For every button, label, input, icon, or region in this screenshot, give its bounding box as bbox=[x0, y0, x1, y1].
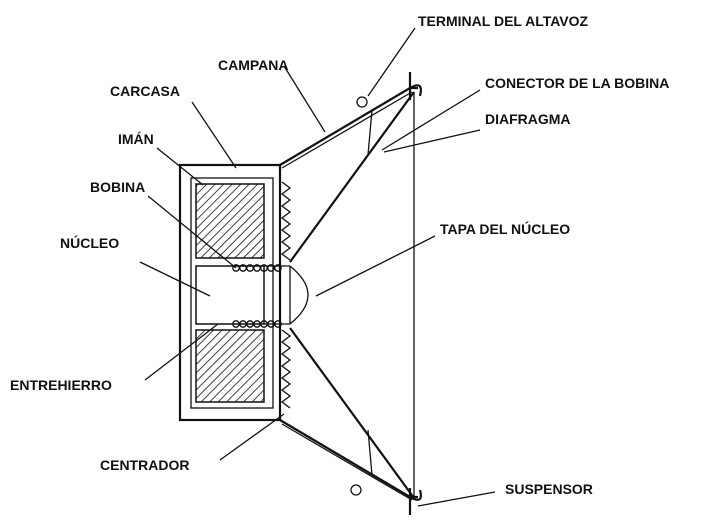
label-conector: CONECTOR DE LA BOBINA bbox=[485, 75, 669, 91]
label-entrehierro: ENTREHIERRO bbox=[10, 377, 112, 393]
label-nucleo: NÚCLEO bbox=[60, 234, 119, 251]
diaphragm bbox=[289, 91, 415, 499]
magnet-upper bbox=[195, 183, 265, 259]
leader-lines bbox=[139, 27, 496, 507]
surround-upper bbox=[409, 84, 422, 97]
label-terminal: TERMINAL DEL ALTAVOZ bbox=[418, 13, 589, 29]
spider-lower bbox=[280, 329, 292, 409]
label-iman: IMÁN bbox=[118, 131, 154, 147]
speaker-terminal-upper bbox=[356, 96, 368, 108]
label-campana: CAMPANA bbox=[218, 57, 289, 73]
label-carcasa: CARCASA bbox=[110, 83, 180, 99]
label-tapa: TAPA DEL NÚCLEO bbox=[440, 220, 570, 237]
label-diafragma: DIAFRAGMA bbox=[485, 111, 571, 127]
core bbox=[195, 265, 291, 325]
label-suspensor: SUSPENSOR bbox=[505, 481, 593, 497]
surround-lower bbox=[409, 489, 422, 501]
voice-coil bbox=[232, 264, 282, 328]
housing bbox=[178, 163, 282, 422]
spider-upper bbox=[280, 181, 292, 261]
label-centrador: CENTRADOR bbox=[100, 457, 189, 473]
basket bbox=[279, 72, 418, 515]
speaker-terminal-lower bbox=[350, 484, 362, 496]
label-bobina: BOBINA bbox=[90, 179, 145, 195]
magnet-lower bbox=[195, 329, 265, 403]
dust-cap bbox=[289, 265, 309, 325]
